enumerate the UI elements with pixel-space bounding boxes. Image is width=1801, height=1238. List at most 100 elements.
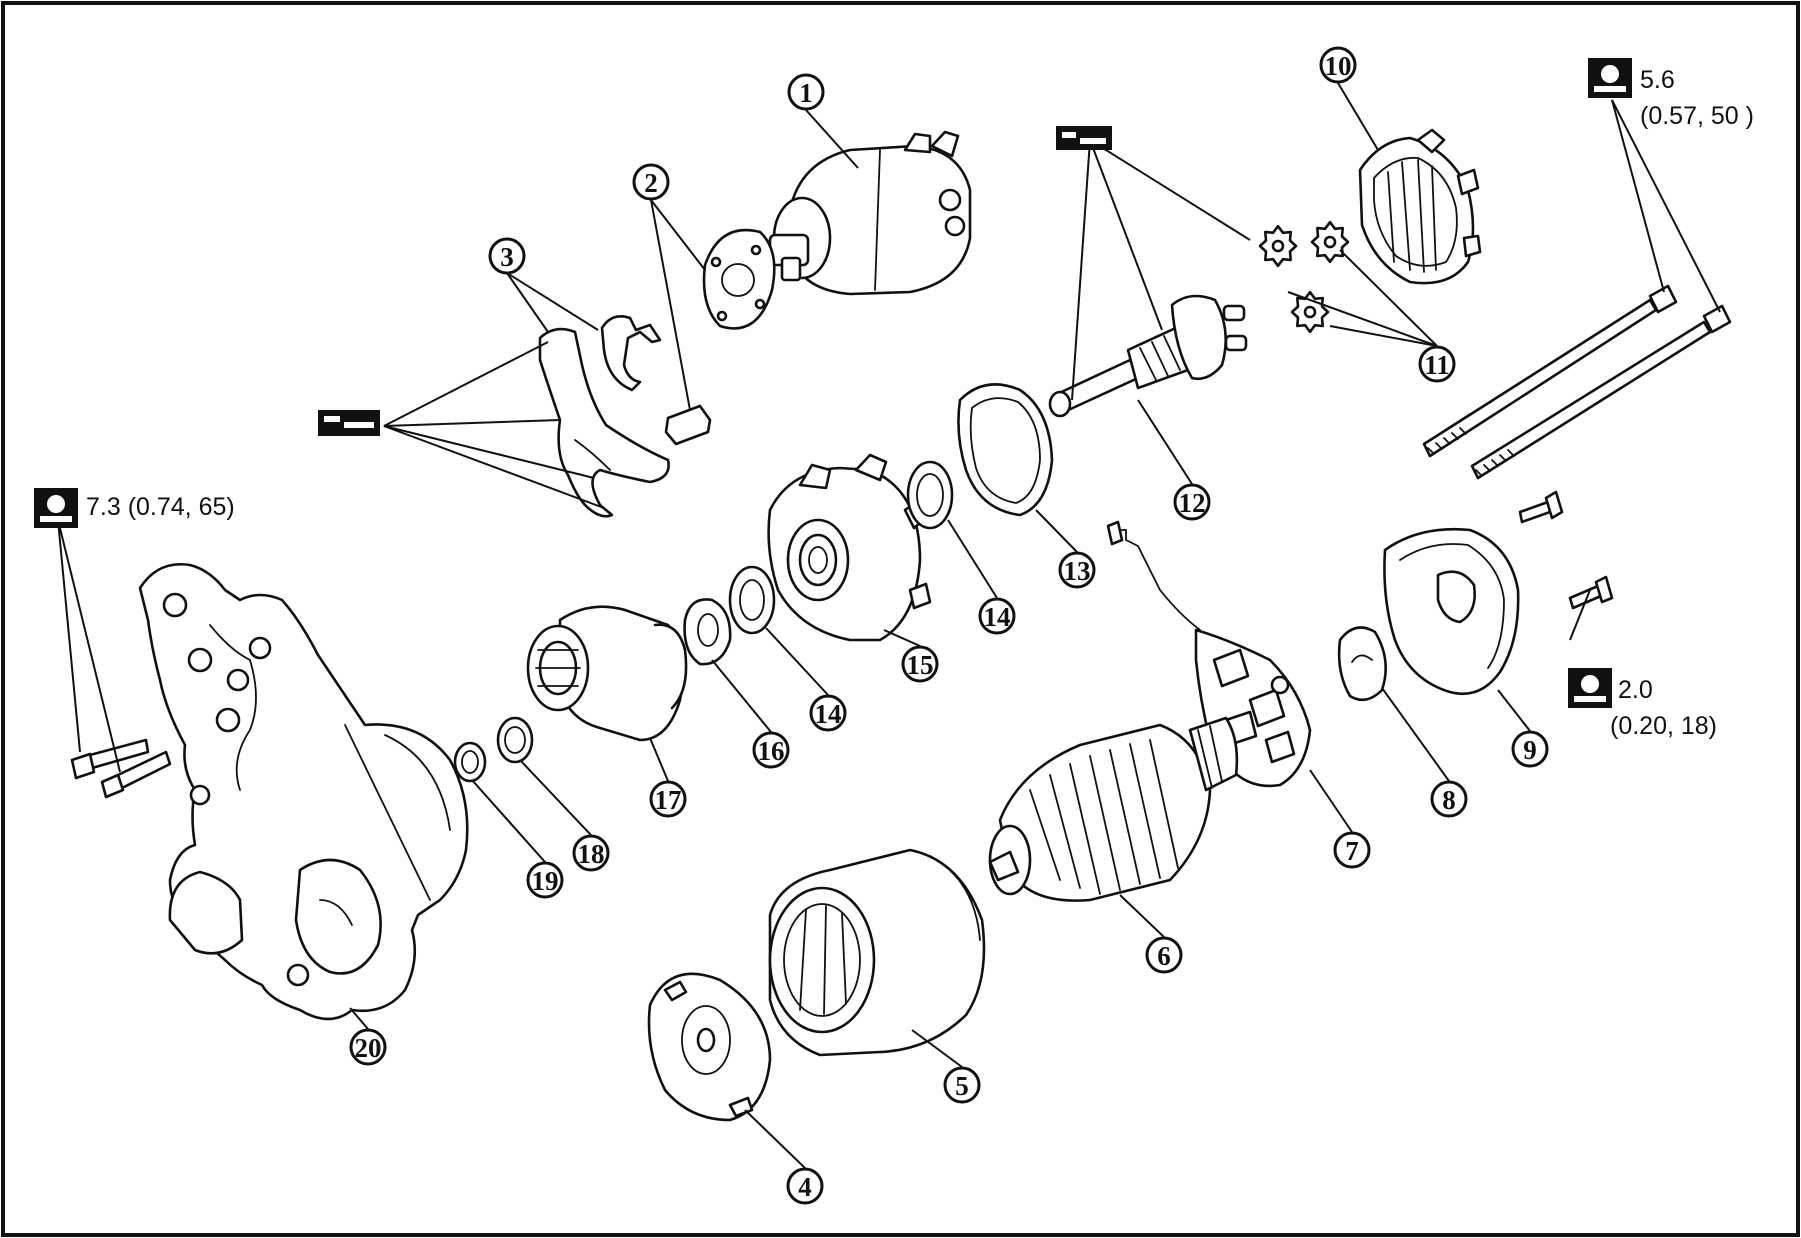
torque-wrench-icon bbox=[34, 488, 78, 528]
part-planet-gears bbox=[1258, 220, 1350, 334]
callout-c15: 15 bbox=[901, 645, 939, 683]
torque-spec-cover-screws: 2.0 bbox=[1618, 676, 1653, 704]
callout-circle bbox=[349, 1028, 387, 1066]
part-gear-case bbox=[138, 562, 469, 1021]
callout-circle bbox=[1333, 831, 1371, 869]
callout-circle bbox=[752, 731, 790, 769]
callout-c20: 20 bbox=[349, 1028, 387, 1066]
callout-number: 5 bbox=[955, 1071, 969, 1101]
part-solenoid bbox=[768, 130, 972, 296]
callout-circle bbox=[1173, 483, 1211, 521]
planet-gear-hole bbox=[1271, 239, 1285, 253]
callout-number: 9 bbox=[1523, 735, 1537, 765]
callout-number: 16 bbox=[758, 736, 785, 766]
callout-circle bbox=[1319, 46, 1357, 84]
callout-circle bbox=[901, 645, 939, 683]
callout-number: 12 bbox=[1179, 488, 1206, 518]
callout-circle bbox=[1145, 936, 1183, 974]
callout-number: 15 bbox=[907, 650, 934, 680]
callout-c19: 19 bbox=[526, 861, 564, 899]
part-gasket-plate bbox=[664, 228, 776, 446]
callout-circle bbox=[632, 163, 670, 201]
callout-circle bbox=[488, 237, 526, 275]
callout-number: 14 bbox=[815, 699, 842, 729]
callout-c2: 2 bbox=[632, 163, 670, 201]
torque-spec-housing-bolts: 7.3 (0.74, 65) bbox=[86, 493, 235, 521]
callout-c14b: 14 bbox=[809, 694, 847, 732]
torque-wrench-icon bbox=[1588, 58, 1632, 98]
callout-c5: 5 bbox=[943, 1066, 981, 1104]
callout-number: 18 bbox=[578, 839, 605, 869]
callout-c6: 6 bbox=[1145, 936, 1183, 974]
callout-c16: 16 bbox=[752, 731, 790, 769]
callout-number: 2 bbox=[644, 168, 658, 198]
part-retainer-ring bbox=[957, 383, 1054, 517]
callout-circle bbox=[1058, 551, 1096, 589]
callout-c18: 18 bbox=[572, 834, 610, 872]
part-ring-gear bbox=[1358, 128, 1482, 285]
part-thrust-washer-upper bbox=[906, 460, 954, 530]
callout-number: 14 bbox=[984, 602, 1011, 632]
torque-wrench-icon bbox=[1568, 668, 1612, 708]
part-rear-cover bbox=[1383, 490, 1614, 696]
part-planetary-shaft bbox=[1048, 294, 1248, 418]
callout-circle bbox=[943, 1066, 981, 1104]
callout-circle bbox=[1430, 780, 1468, 818]
grease-application-icon bbox=[318, 410, 380, 436]
callout-number: 4 bbox=[798, 1172, 812, 1202]
part-dust-cover bbox=[647, 972, 772, 1122]
callout-c12: 12 bbox=[1173, 483, 1211, 521]
callout-circle bbox=[1511, 730, 1549, 768]
callout-c13: 13 bbox=[1058, 551, 1096, 589]
callout-circle bbox=[786, 1167, 824, 1205]
part-shift-lever bbox=[538, 315, 670, 518]
callout-number: 17 bbox=[655, 785, 682, 815]
callout-number: 11 bbox=[1424, 350, 1450, 380]
callout-c10: 10 bbox=[1319, 46, 1357, 84]
callout-number: 6 bbox=[1157, 941, 1171, 971]
part-pinion-clutch bbox=[526, 605, 688, 742]
callout-c11: 11 bbox=[1418, 345, 1456, 383]
torque-spec-cover-screws-units: (0.20, 18) bbox=[1610, 712, 1717, 740]
part-yoke bbox=[768, 848, 986, 1057]
callout-c7: 7 bbox=[1333, 831, 1371, 869]
callout-number: 8 bbox=[1442, 785, 1456, 815]
callout-circle bbox=[978, 597, 1016, 635]
part-internal-gear bbox=[767, 453, 932, 642]
callout-c14a: 14 bbox=[978, 597, 1016, 635]
part-snap-ring bbox=[683, 598, 732, 666]
grease-application-icon bbox=[1056, 126, 1112, 150]
callout-c9: 9 bbox=[1511, 730, 1549, 768]
callout-c1: 1 bbox=[787, 73, 825, 111]
torque-spec-through-bolts: 5.6 bbox=[1640, 66, 1675, 94]
callout-c17: 17 bbox=[649, 780, 687, 818]
leader-lines bbox=[57, 82, 1721, 1169]
callout-circle bbox=[1418, 345, 1456, 383]
part-armature bbox=[988, 716, 1239, 902]
torque-spec-through-bolts-units: (0.57, 50 ) bbox=[1640, 102, 1754, 130]
part-stop-rings bbox=[453, 716, 534, 783]
callout-circle bbox=[526, 861, 564, 899]
callout-circle bbox=[572, 834, 610, 872]
part-through-bolts bbox=[1422, 284, 1732, 480]
part-thrust-washer-lower bbox=[728, 565, 776, 635]
callout-number: 13 bbox=[1064, 556, 1091, 586]
callout-circle bbox=[787, 73, 825, 111]
callout-number: 3 bbox=[500, 242, 514, 272]
planet-gear-hole bbox=[1323, 235, 1337, 249]
callout-number: 1 bbox=[799, 78, 813, 108]
callout-number: 19 bbox=[532, 866, 559, 896]
callout-c3: 3 bbox=[488, 237, 526, 275]
callout-number: 7 bbox=[1345, 836, 1359, 866]
callout-number: 10 bbox=[1325, 51, 1352, 81]
part-rear-washer bbox=[1337, 626, 1388, 702]
callout-c8: 8 bbox=[1430, 780, 1468, 818]
callout-circle bbox=[649, 780, 687, 818]
callout-c4: 4 bbox=[786, 1167, 824, 1205]
planet-gear-hole bbox=[1303, 305, 1317, 319]
part-housing-bolts bbox=[70, 738, 172, 799]
